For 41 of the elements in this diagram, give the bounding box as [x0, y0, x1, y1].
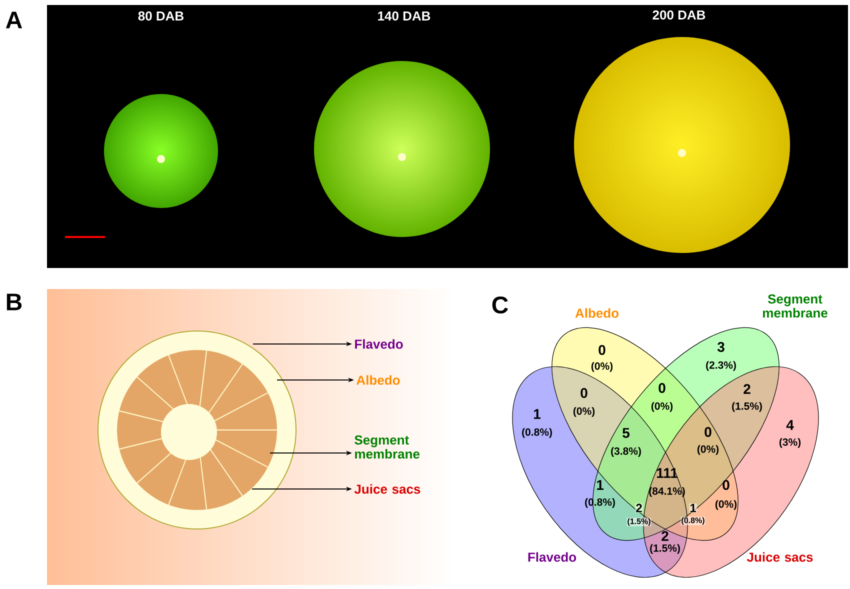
region-percentage: (0.8%)	[522, 428, 552, 438]
region-count: 2	[635, 503, 643, 513]
region-percentage: (1.5%)	[626, 518, 652, 526]
stage-label: 200 DAB	[652, 10, 706, 20]
part-label: Albedo	[356, 375, 400, 385]
region-count: 4	[786, 420, 794, 430]
region-percentage: (0.8%)	[680, 516, 706, 526]
panel-letter: A	[6, 12, 22, 28]
panel-letter: B	[6, 294, 22, 310]
region-count: 0	[722, 480, 730, 490]
region-count: 0	[598, 345, 606, 355]
region-count: 0	[580, 388, 588, 398]
region-percentage: (0%)	[651, 402, 673, 412]
region-count: 3	[717, 342, 724, 352]
set-label: Juice sacs	[746, 552, 813, 562]
region-count: 5	[622, 428, 630, 438]
region-count: 1	[597, 480, 604, 490]
region-percentage: (0%)	[591, 362, 613, 372]
region-percentage: (3.8%)	[611, 447, 641, 457]
region-percentage: (0%)	[715, 500, 737, 510]
region-percentage: (1.5%)	[732, 402, 762, 412]
region-count: 2	[744, 384, 750, 394]
region-percentage: (0%)	[697, 445, 719, 455]
region-count: 0	[658, 383, 666, 393]
part-label: Segment membrane	[354, 435, 420, 459]
set-label: Albedo	[575, 308, 619, 318]
set-label: Segment membrane	[763, 294, 828, 318]
region-count: 2	[662, 531, 668, 541]
part-label: Flavedo	[355, 339, 403, 349]
region-percentage: (3%)	[779, 438, 801, 448]
stage-label: 140 DAB	[378, 11, 430, 21]
region-count: 1	[534, 409, 541, 419]
region-percentage: (2.3%)	[706, 361, 736, 371]
panel-letter: C	[492, 296, 508, 314]
region-count: 0	[704, 427, 712, 437]
region-count: 1	[689, 503, 697, 513]
set-label: Flavedo	[528, 552, 576, 562]
stage-label: 80 DAB	[138, 11, 184, 21]
region-percentage: (1.5%)	[650, 544, 680, 554]
part-label: Juice sacs	[354, 484, 420, 494]
region-percentage: (0%)	[573, 407, 595, 417]
